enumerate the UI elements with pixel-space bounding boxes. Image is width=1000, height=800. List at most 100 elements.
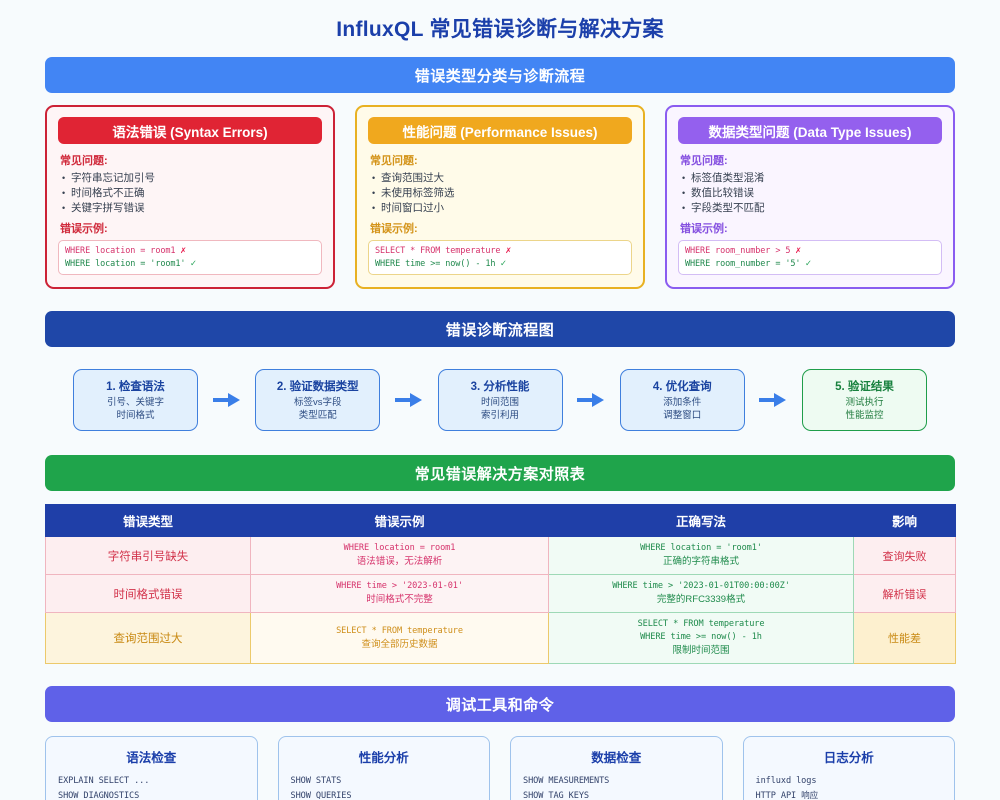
list-item: 查询范围过大 [372,171,632,186]
cell-good-example: SELECT * FROM temperature WHERE time >= … [548,612,854,664]
flow-step-title: 1. 检查语法 [106,381,165,393]
list-item: 未使用标签筛选 [372,186,632,201]
issues-label: 常见问题: [370,155,418,167]
tool-command: influxd logs [755,776,817,786]
flow-step-detail: 类型匹配 [298,410,337,421]
good-note: 限制时间范围 [672,645,730,656]
bad-note: 语法错误，无法解析 [356,556,443,567]
issues-label: 常见问题: [60,155,108,167]
list-item: 数值比较错误 [682,186,942,201]
tool-card-data-inspection: 数据检查 SHOW MEASUREMENTS SHOW TAG KEYS [510,736,723,800]
arrow-right-icon [394,392,424,408]
table-header-row: 错误类型 错误示例 正确写法 影响 [45,504,956,537]
cell-error-type: 查询范围过大 [45,612,251,664]
list-item: 字段类型不匹配 [682,201,942,216]
error-card-performance: 性能问题 (Performance Issues) 常见问题: 查询范围过大 未… [355,105,645,289]
error-card-title: 性能问题 (Performance Issues) [368,117,632,144]
flow-step-2: 2. 验证数据类型 标签vs字段 类型匹配 [255,369,381,431]
cross-icon: ✗ [180,245,187,256]
table-row: 时间格式错误 WHERE time > '2023-01-01' 时间格式不完整… [45,574,956,613]
flow-step-detail: 时间格式 [116,410,155,421]
list-item: 时间窗口过小 [372,201,632,216]
col-header-bad: 错误示例 [250,504,549,537]
flow-step-4: 4. 优化查询 添加条件 调整窗口 [619,369,745,431]
good-code: SELECT * FROM temperature [637,619,765,629]
debug-tools-row: 语法检查 EXPLAIN SELECT ... SHOW DIAGNOSTICS… [45,736,955,800]
good-code: WHERE room_number = '5' [685,258,801,269]
section-banner-tools: 调试工具和命令 [45,686,955,722]
tool-command: SHOW QUERIES [290,791,352,800]
flow-step-title: 2. 验证数据类型 [276,381,359,393]
cell-good-example: WHERE location = 'room1' 正确的字符串格式 [548,536,854,575]
col-header-impact: 影响 [853,504,956,537]
cell-impact: 查询失败 [853,536,956,575]
good-note: 正确的字符串格式 [662,556,739,567]
good-code: WHERE time > '2023-01-01T00:00:00Z' [612,581,790,591]
cell-bad-example: WHERE time > '2023-01-01' 时间格式不完整 [250,574,549,613]
list-item: 标签值类型混淆 [682,171,942,186]
bad-code: SELECT * FROM temperature [375,246,501,256]
error-card-title: 数据类型问题 (Data Type Issues) [678,117,942,144]
section-banner-flowchart: 错误诊断流程图 [45,311,955,347]
tool-card-performance-analysis: 性能分析 SHOW STATS SHOW QUERIES [277,736,490,800]
flow-step-3: 3. 分析性能 时间范围 索引利用 [437,369,563,431]
solutions-table: 错误类型 错误示例 正确写法 影响 字符串引号缺失 WHERE location… [45,504,956,664]
arrow-right-icon [212,392,242,408]
bad-code: WHERE time > '2023-01-01' [336,581,463,591]
arrow-right-icon [758,392,788,408]
flow-step-detail: 引号、关键字 [106,397,164,408]
tool-card-log-analysis: 日志分析 influxd logs HTTP API 响应 [742,736,955,800]
bad-code: WHERE location = room1 [65,246,176,256]
flow-step-detail: 时间范围 [480,397,519,408]
tool-title: 性能分析 [358,751,409,765]
flow-step-detail: 调整窗口 [663,410,702,421]
tool-command: SHOW STATS [290,776,342,786]
example-label: 错误示例: [60,223,108,235]
flow-step-detail: 性能监控 [845,410,884,421]
list-item: 时间格式不正确 [62,186,322,201]
good-code: WHERE location = 'room1' [640,543,762,553]
example-label: 错误示例: [370,223,418,235]
check-icon: ✓ [805,257,812,269]
error-cards-row: 语法错误 (Syntax Errors) 常见问题: 字符串忘记加引号 时间格式… [45,105,955,289]
diagnosis-flowchart: 1. 检查语法 引号、关键字 时间格式 2. 验证数据类型 标签vs字段 类型匹… [45,369,955,431]
flow-step-title: 3. 分析性能 [470,381,530,393]
flow-step-5: 5. 验证结果 测试执行 性能监控 [802,369,927,431]
solutions-table-wrapper: 错误类型 错误示例 正确写法 影响 字符串引号缺失 WHERE location… [45,504,956,664]
cell-bad-example: WHERE location = room1 语法错误，无法解析 [250,536,549,575]
list-item: 关键字拼写错误 [62,201,322,216]
issues-list: 查询范围过大 未使用标签筛选 时间窗口过小 [372,171,632,216]
issues-list: 字符串忘记加引号 时间格式不正确 关键字拼写错误 [62,171,322,216]
cell-error-type: 字符串引号缺失 [45,536,251,575]
issues-label: 常见问题: [680,155,728,167]
table-row: 查询范围过大 SELECT * FROM temperature 查询全部历史数… [45,612,956,664]
tool-command: SHOW MEASUREMENTS [523,776,610,786]
code-example: SELECT * FROM temperature ✗ WHERE time >… [368,240,632,275]
check-icon: ✓ [190,257,197,269]
flow-step-title: 4. 优化查询 [652,381,712,393]
good-code: WHERE time >= now() - 1h [375,258,496,269]
cross-icon: ✗ [795,245,802,256]
flow-step-1: 1. 检查语法 引号、关键字 时间格式 [73,369,198,431]
bad-code: SELECT * FROM temperature [336,625,463,636]
tool-title: 语法检查 [126,751,177,765]
col-header-type: 错误类型 [45,504,251,537]
cell-impact: 解析错误 [853,574,956,613]
flow-step-detail: 索引利用 [480,410,519,421]
flow-step-detail: 添加条件 [663,397,702,408]
cross-icon: ✗ [505,245,512,256]
bad-note: 查询全部历史数据 [361,638,438,650]
page-title: InfluxQL 常见错误诊断与解决方案 [336,18,664,41]
good-note: 完整的RFC3339格式 [656,594,746,605]
bad-code: WHERE location = room1 [343,543,456,553]
tool-card-syntax-check: 语法检查 EXPLAIN SELECT ... SHOW DIAGNOSTICS [45,736,258,800]
example-label: 错误示例: [680,223,728,235]
bad-note: 时间格式不完整 [366,594,433,605]
tool-command: EXPLAIN SELECT ... [58,776,150,786]
error-card-datatype: 数据类型问题 (Data Type Issues) 常见问题: 标签值类型混淆 … [665,105,955,289]
flow-step-detail: 标签vs字段 [293,397,342,408]
cell-error-type: 时间格式错误 [45,574,251,613]
section-banner-table: 常见错误解决方案对照表 [45,455,955,491]
good-code: WHERE location = 'room1' [65,258,186,269]
